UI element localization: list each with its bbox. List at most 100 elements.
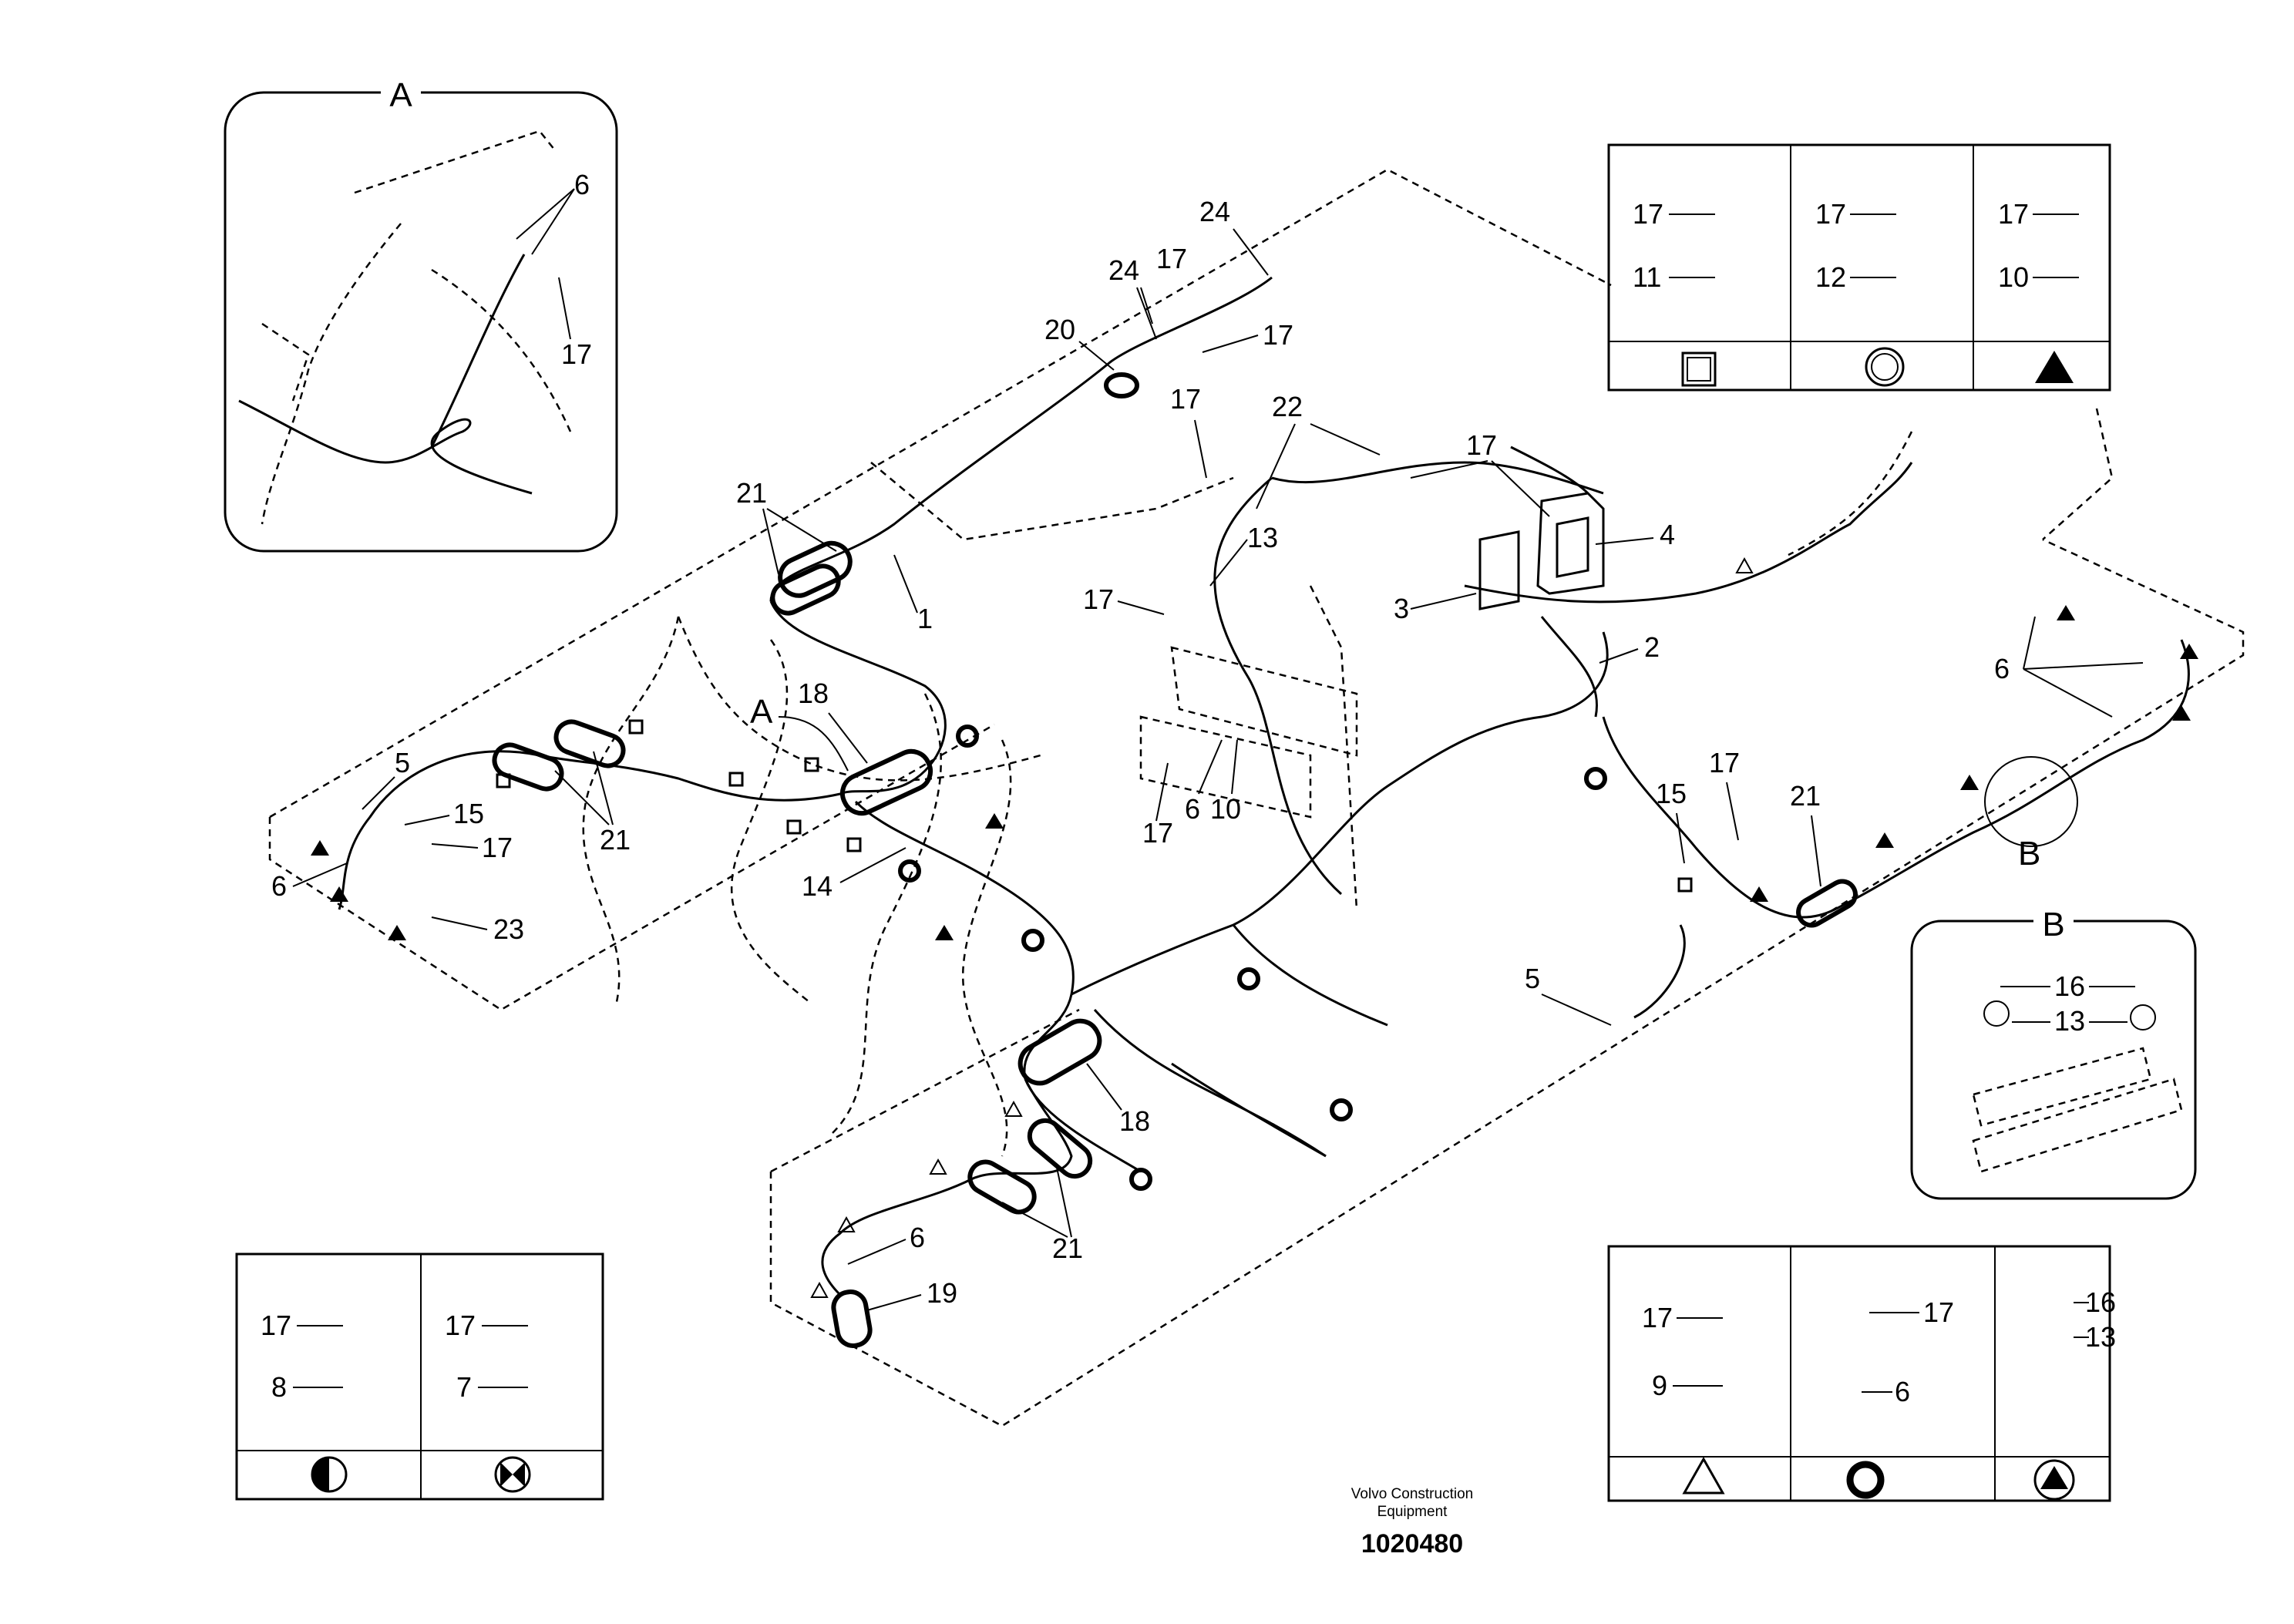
grommet (1104, 372, 1139, 398)
callout-20: 20 (1044, 314, 1075, 345)
callout-17: 17 (1170, 383, 1201, 415)
callout-17: 17 (1709, 747, 1740, 778)
brand-line-1: Volvo Construction (1351, 1486, 1473, 1502)
callout-21: 21 (736, 477, 767, 509)
svg-text:17: 17 (1633, 198, 1663, 230)
callout-13: 13 (1247, 522, 1278, 553)
legend-bottom-left: 17 8 17 7 (235, 1252, 604, 1501)
callout-18: 18 (798, 678, 829, 709)
svg-text:17: 17 (445, 1310, 476, 1341)
callout-17: 17 (1083, 583, 1114, 615)
callout-17: 17 (1263, 319, 1293, 351)
grommets (492, 372, 1858, 1348)
callout-15: 15 (1656, 778, 1687, 809)
grommet (1018, 1018, 1102, 1086)
callout-17: 17 (1156, 243, 1187, 274)
ring-icon (1846, 1461, 1885, 1499)
grommet (831, 1289, 873, 1348)
svg-text:12: 12 (1815, 261, 1846, 293)
legend-bottom-right: 17 9 17 6 16 13 (1607, 1245, 2116, 1502)
callout-5: 5 (1525, 963, 1540, 994)
callout-19: 19 (927, 1277, 957, 1309)
detail-a-letter: A (389, 76, 412, 114)
brand-line-2: Equipment (1377, 1504, 1448, 1520)
legend-top-cell-3: 17 10 (1998, 198, 2079, 383)
callout-24: 24 (1108, 254, 1139, 286)
grommet (770, 563, 841, 616)
svg-text:8: 8 (271, 1371, 287, 1403)
callout-6: 6 (271, 870, 287, 902)
callout-6: 6 (910, 1222, 925, 1253)
legend-top: 17 11 17 12 17 10 (1607, 143, 2111, 392)
svg-text:6: 6 (1895, 1376, 1910, 1407)
grommet (1021, 929, 1044, 952)
callout-24: 24 (1199, 196, 1230, 227)
callout-15: 15 (453, 798, 484, 829)
grommet (1027, 1118, 1093, 1179)
clip-markers (311, 556, 2198, 1298)
callout-21: 21 (1052, 1232, 1083, 1264)
callout-3: 3 (1394, 593, 1409, 624)
legend-br-cell-1: 17 9 (1642, 1302, 1725, 1495)
callout-1: 1 (917, 603, 933, 634)
detail-a-label-6: 6 (574, 169, 590, 200)
callout-22: 22 (1272, 391, 1303, 422)
detail-a-label-17: 17 (561, 338, 592, 370)
svg-text:10: 10 (1998, 261, 2029, 293)
wiring-harness (338, 276, 2190, 1296)
callout-23: 23 (493, 913, 524, 945)
detail-a: A 6 17 (224, 76, 618, 553)
svg-text:11: 11 (1633, 261, 1661, 293)
callout-B: B (2018, 835, 2040, 873)
callout-4: 4 (1660, 519, 1675, 550)
grommet (839, 748, 933, 816)
grommet (1129, 1168, 1152, 1191)
detail-b-label-13: 13 (2054, 1005, 2085, 1037)
detail-b: B 16 13 (1910, 906, 2197, 1200)
legend-br-cell-3: 16 13 (2033, 1286, 2116, 1501)
callout-17: 17 (1466, 429, 1497, 461)
callout-2: 2 (1644, 631, 1660, 663)
legend-top-cell-1: 17 11 (1633, 198, 1717, 387)
detail-b-letter: B (2042, 906, 2064, 943)
filled-triangle-icon (2035, 351, 2074, 383)
callout-14: 14 (802, 870, 832, 902)
grommet (956, 725, 979, 748)
callout-5: 5 (395, 747, 410, 778)
legend-top-cell-2: 17 12 (1815, 198, 1905, 387)
svg-text:17: 17 (261, 1310, 291, 1341)
svg-text:16: 16 (2085, 1286, 2116, 1318)
machine-outline (268, 168, 2245, 1427)
legend-br-cell-2: 17 6 (1846, 1296, 1954, 1499)
callout-21: 21 (600, 824, 631, 856)
circle-icon (1865, 347, 1905, 387)
grommet (1796, 879, 1858, 928)
detail-b-label-16: 16 (2054, 970, 2085, 1002)
callouts: 24 24 17 20 17 17 22 17 21 1 13 17 4 3 2… (271, 196, 2144, 1311)
callout-17: 17 (1142, 817, 1173, 849)
component-bracket (1478, 492, 1605, 610)
detail-a-frame (224, 91, 618, 553)
grommet (1330, 1098, 1353, 1121)
grommet (967, 1159, 1037, 1215)
grommet (553, 719, 626, 768)
legend-bl-cell-2: 17 7 (445, 1310, 531, 1493)
legend-bl-cell-1: 17 8 (261, 1310, 348, 1493)
square-icon (1681, 351, 1717, 387)
callout-6: 6 (1185, 793, 1200, 825)
svg-text:17: 17 (1923, 1296, 1954, 1328)
grommet (492, 742, 564, 792)
callout-6: 6 (1994, 653, 2010, 684)
svg-text:17: 17 (1642, 1302, 1673, 1333)
footer: Volvo Construction Equipment 1020480 (1351, 1486, 1473, 1558)
detail-b-frame (1910, 920, 2197, 1200)
crossed-circle-icon (494, 1456, 531, 1493)
grommet (898, 859, 921, 883)
svg-text:17: 17 (1998, 198, 2029, 230)
callout-18: 18 (1119, 1105, 1150, 1137)
svg-text:9: 9 (1652, 1370, 1667, 1401)
svg-text:13: 13 (2085, 1321, 2116, 1353)
callout-10: 10 (1210, 793, 1241, 825)
